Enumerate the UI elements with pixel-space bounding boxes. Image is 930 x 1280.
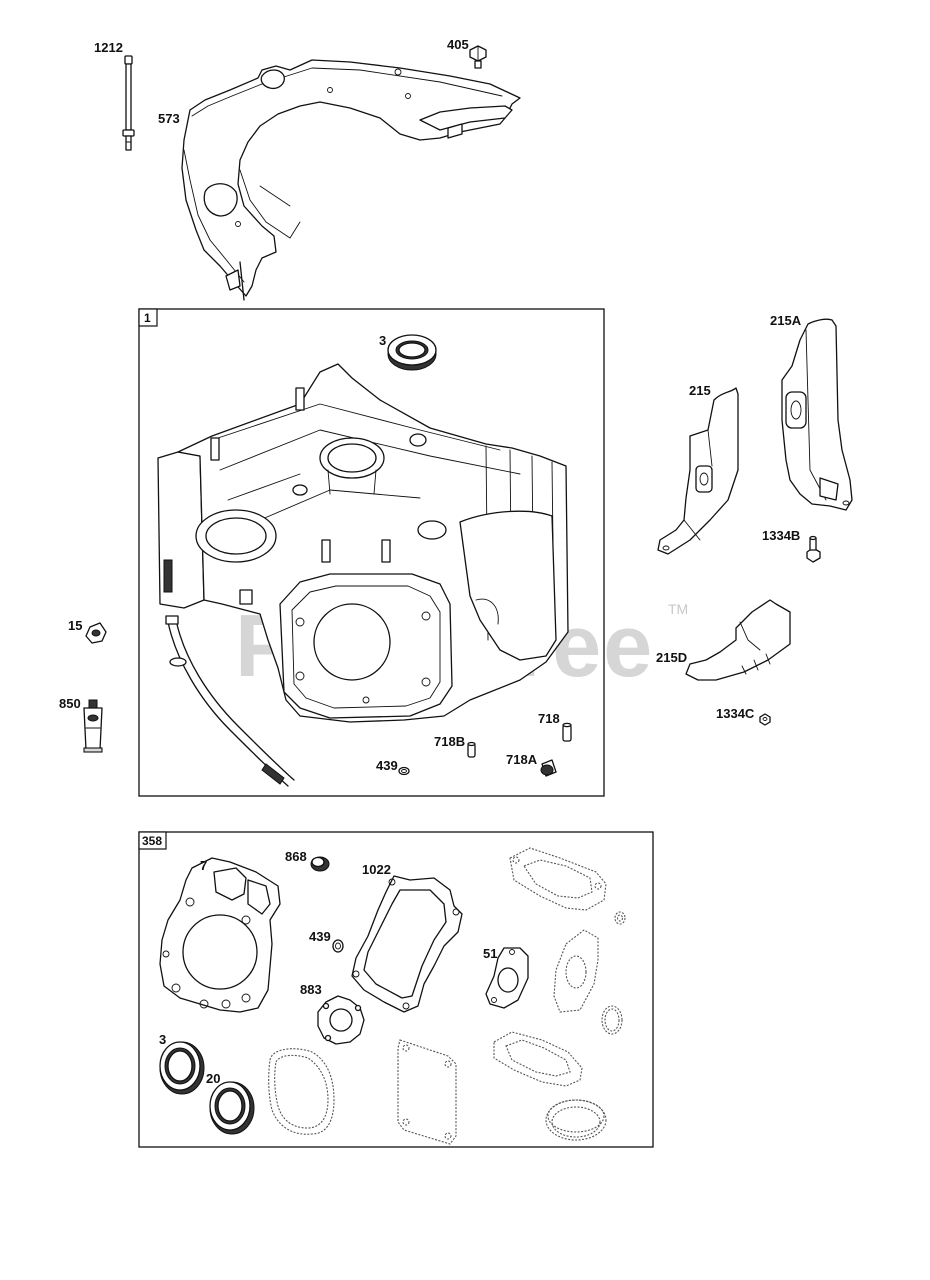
- gasket-51-icon[interactable]: [485, 947, 529, 1009]
- label-215A: 215A: [770, 313, 802, 328]
- seal-ring-20-icon[interactable]: [209, 1081, 255, 1135]
- bolt-1212-icon[interactable]: [122, 55, 135, 151]
- engine-block-icon[interactable]: [157, 363, 569, 723]
- seal-868-icon[interactable]: [310, 856, 330, 872]
- label-883: 883: [300, 982, 322, 997]
- label-439-top: 439: [376, 758, 398, 773]
- label-1212: 1212: [94, 40, 123, 55]
- bolt-1334B-icon[interactable]: [806, 535, 821, 563]
- label-15: 15: [68, 618, 82, 633]
- o-ring-439-set-icon[interactable]: [332, 939, 344, 953]
- label-718B: 718B: [434, 734, 465, 749]
- blower-housing-573-icon[interactable]: [181, 59, 521, 301]
- gasket-intake-icon[interactable]: [553, 929, 599, 1013]
- shield-bracket-215-icon[interactable]: [657, 387, 739, 555]
- washer-small-icon[interactable]: [614, 911, 626, 925]
- dipstick-tube-icon[interactable]: [165, 615, 295, 787]
- bolt-405-icon[interactable]: [469, 45, 487, 69]
- label-1022: 1022: [362, 862, 391, 877]
- seal-ring-3-set-icon[interactable]: [159, 1041, 205, 1095]
- sealant-tube-icon[interactable]: [83, 699, 103, 753]
- gasket-883-icon[interactable]: [317, 995, 365, 1045]
- label-718: 718: [538, 711, 560, 726]
- gasket-exhaust-top-icon[interactable]: [509, 847, 607, 911]
- watermark-trademark: TM: [668, 601, 688, 617]
- sleeve-718A-icon[interactable]: [540, 759, 557, 777]
- label-868: 868: [285, 849, 307, 864]
- label-3-bottom: 3: [159, 1032, 166, 1047]
- bolt-1334C-icon[interactable]: [759, 713, 771, 726]
- o-ring-gray-icon[interactable]: [601, 1005, 623, 1035]
- o-ring-439-icon[interactable]: [398, 766, 410, 776]
- label-439-bottom: 439: [309, 929, 331, 944]
- label-405: 405: [447, 37, 469, 52]
- label-718A: 718A: [506, 752, 538, 767]
- label-51: 51: [483, 946, 497, 961]
- gasket-set-group: 358: [138, 831, 654, 1148]
- gasket-square-plate-icon[interactable]: [397, 1039, 457, 1145]
- gasket-rounded-square-icon[interactable]: [268, 1048, 335, 1135]
- label-1334B: 1334B: [762, 528, 800, 543]
- label-215: 215: [689, 383, 711, 398]
- label-850: 850: [59, 696, 81, 711]
- head-gasket-7-icon[interactable]: [159, 857, 281, 1013]
- gasket-exhaust-bottom-icon[interactable]: [493, 1031, 583, 1087]
- dowel-pin-718-icon[interactable]: [562, 722, 572, 742]
- shield-bracket-215A-icon[interactable]: [781, 318, 853, 511]
- gasket-ring-large-icon[interactable]: [545, 1099, 607, 1141]
- dowel-pin-718B-icon[interactable]: [467, 741, 476, 758]
- label-215D: 215D: [656, 650, 687, 665]
- label-20: 20: [206, 1071, 220, 1086]
- engine-block-group: 1: [138, 308, 605, 797]
- seal-ring-3-icon[interactable]: [387, 334, 437, 371]
- valve-cover-gasket-1022-icon[interactable]: [351, 875, 463, 1013]
- baffle-plate-215D-icon[interactable]: [685, 599, 791, 681]
- label-3-top: 3: [379, 333, 386, 348]
- label-7: 7: [200, 858, 207, 873]
- label-1334C: 1334C: [716, 706, 755, 721]
- plug-15-icon[interactable]: [85, 622, 107, 644]
- label-573: 573: [158, 111, 180, 126]
- box-tag-engine-block: 1: [144, 311, 151, 325]
- box-tag-gasket-set: 358: [142, 834, 162, 848]
